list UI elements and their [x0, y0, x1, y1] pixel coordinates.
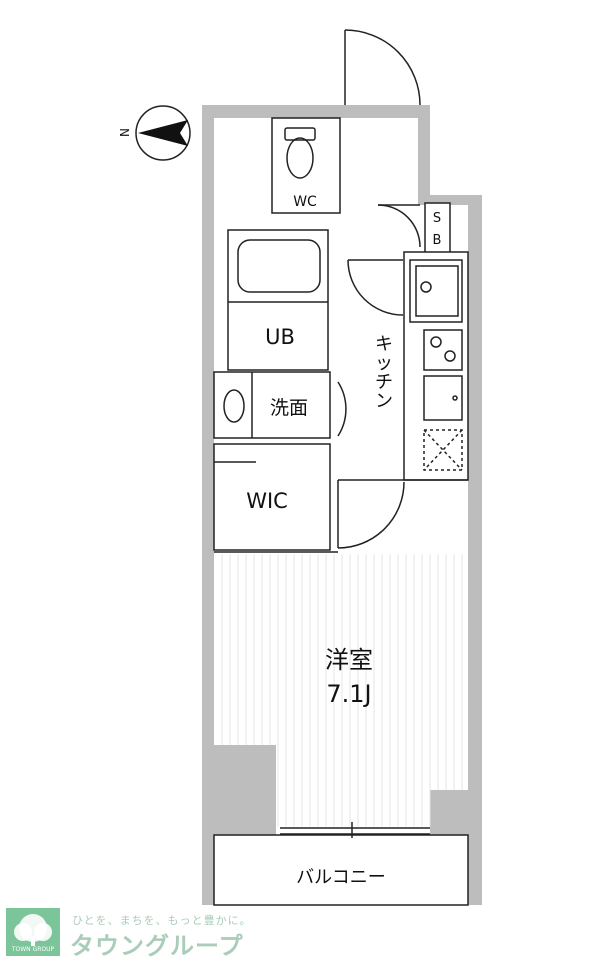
room-label-western: 洋室 [325, 646, 373, 674]
room-label-sb-b: B [433, 233, 442, 248]
partitions [213, 117, 469, 838]
door-swings [337, 29, 421, 549]
compass-letter: N [118, 128, 132, 137]
fixtures [223, 127, 321, 423]
room-label-washroom: 洗面 [270, 397, 308, 419]
room-label-balcony: バルコニー [296, 867, 386, 888]
north-arrow-icon: N [118, 105, 191, 161]
footer-brand: タウングループ [70, 932, 244, 960]
footer-tagline: ひとを、まちを、もっと豊かに。 [72, 914, 252, 927]
room-size-western: 7.1J [326, 680, 371, 708]
room-label-kitchen: キッチン [375, 334, 393, 412]
logo-text: TOWN GROUP [11, 946, 55, 953]
room-label-ub: UB [265, 325, 295, 349]
room-label-sb-s: S [433, 211, 441, 226]
room-label-wc: WC [293, 194, 317, 210]
room-label-wic: WIC [246, 489, 288, 513]
tree-logo-icon [6, 908, 60, 956]
flooring-pattern [221, 554, 463, 826]
